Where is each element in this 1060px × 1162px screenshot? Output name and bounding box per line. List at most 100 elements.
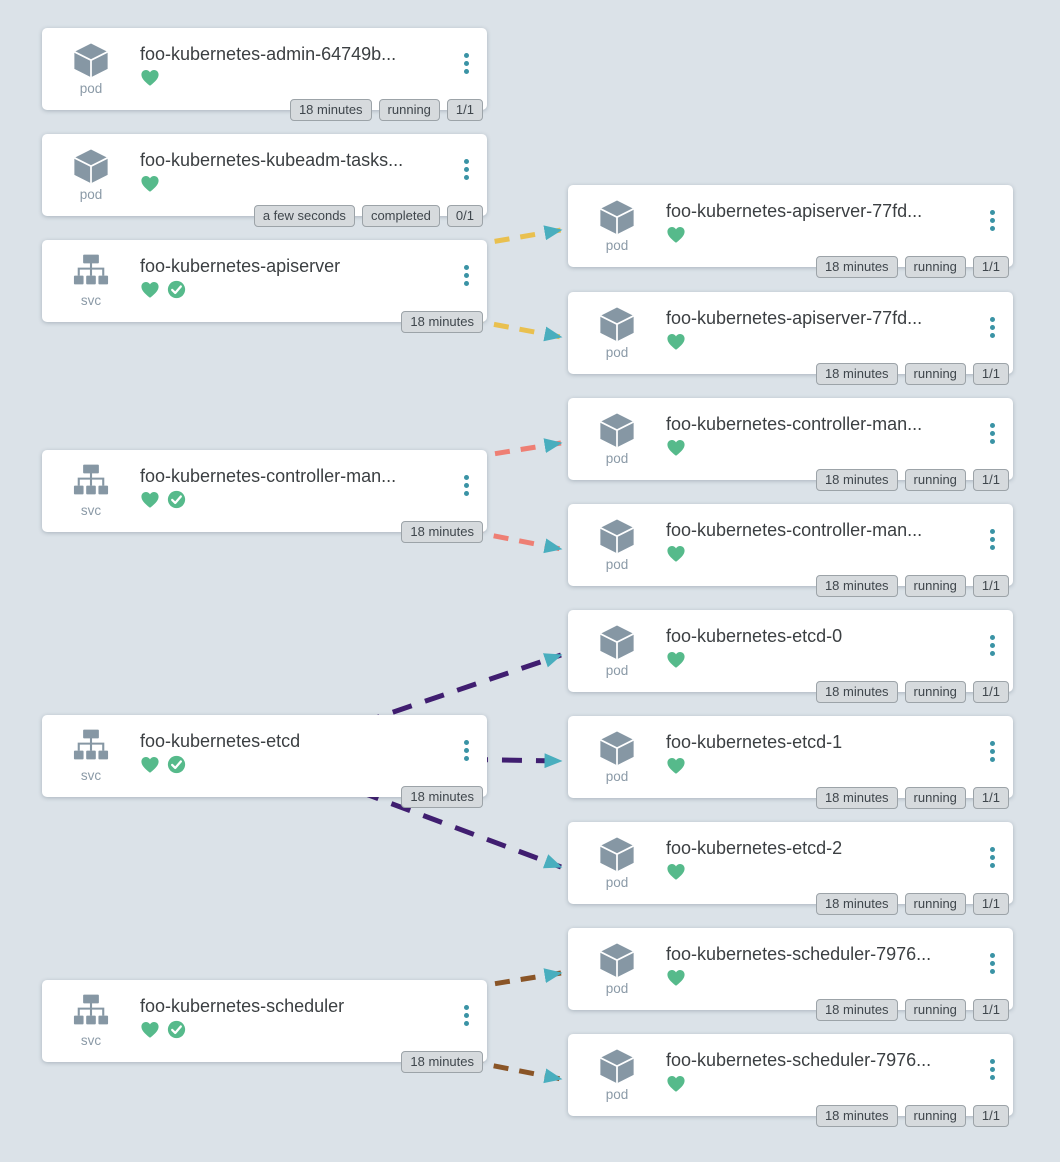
node-body: foo-kubernetes-controller-man... [666,398,1013,480]
node-title: foo-kubernetes-controller-man... [666,520,923,540]
ready-check-icon [167,1020,186,1044]
kebab-menu-icon[interactable] [988,949,997,978]
status-badge: 18 minutes [815,575,898,597]
pod-cube-icon [595,197,639,239]
node-card-svc-scheduler[interactable]: svc foo-kubernetes-scheduler 18 minutes [42,980,487,1073]
node-title: foo-kubernetes-apiserver [140,256,341,276]
badge-row: 18 minutes [401,786,483,808]
service-tree-icon [69,462,113,504]
status-badge: running [904,575,966,597]
status-row [666,545,1013,566]
kebab-menu-icon[interactable] [988,313,997,342]
node-kind-label: svc [80,1033,102,1048]
kebab-menu-icon[interactable] [462,471,471,500]
kebab-menu-icon[interactable] [988,843,997,872]
node-type-column: svc [42,715,140,797]
node-type-column: pod [568,504,666,586]
node-card-pod-controller-manager-1[interactable]: pod foo-kubernetes-controller-man... 18 … [568,398,1013,491]
node-type-column: pod [568,398,666,480]
status-row [666,226,1013,249]
pod-cube-icon [595,516,639,558]
kebab-menu-icon[interactable] [462,261,471,290]
pod-cube-icon [595,728,639,770]
status-row [666,651,1013,674]
node-title: foo-kubernetes-scheduler-7976... [666,944,932,964]
health-heart-icon [666,863,686,886]
kebab-menu-icon[interactable] [988,1055,997,1084]
node-body: foo-kubernetes-etcd-0 [666,610,1013,692]
node-title: foo-kubernetes-kubeadm-tasks... [140,150,404,170]
node-card-pod-controller-manager-2[interactable]: pod foo-kubernetes-controller-man... 18 … [568,504,1013,597]
pod-cube-icon [595,622,639,664]
kebab-menu-icon[interactable] [988,737,997,766]
node-card-pod-admin[interactable]: pod foo-kubernetes-admin-64749b... 18 mi… [42,28,487,121]
node-body: foo-kubernetes-kubeadm-tasks... [140,134,487,216]
node-kind-label: pod [605,238,629,253]
status-badge: 18 minutes [815,256,898,278]
node-body: foo-kubernetes-etcd-1 [666,716,1013,798]
node-title: foo-kubernetes-etcd [140,731,301,751]
status-row [140,280,487,302]
node-type-column: pod [568,185,666,267]
node-kind-label: svc [80,768,102,783]
node-kind-label: pod [605,451,629,466]
status-badge: 1/1 [972,999,1009,1021]
status-badge: running [904,681,966,703]
health-heart-icon [666,757,686,780]
health-heart-icon [140,756,160,779]
node-title: foo-kubernetes-etcd-1 [666,732,843,752]
status-badge: 18 minutes [401,521,483,543]
status-badge: 18 minutes [401,311,483,333]
health-heart-icon [666,226,686,249]
status-row [666,1075,1013,1096]
node-kind-label: svc [80,503,102,518]
health-heart-icon [140,1021,160,1044]
node-body: foo-kubernetes-apiserver-77fd... [666,185,1013,267]
kebab-menu-icon[interactable] [462,155,471,184]
node-title: foo-kubernetes-controller-man... [666,414,923,434]
status-badge: running [904,363,966,385]
pod-cube-icon [595,940,639,982]
node-title: foo-kubernetes-controller-man... [140,466,397,486]
node-body: foo-kubernetes-etcd-2 [666,822,1013,904]
ready-check-icon [167,755,186,779]
status-badge: 18 minutes [815,787,898,809]
kebab-menu-icon[interactable] [462,1001,471,1030]
health-heart-icon [666,651,686,674]
status-row [666,969,1013,990]
status-badge: running [904,893,966,915]
node-card-pod-apiserver-2[interactable]: pod foo-kubernetes-apiserver-77fd... 18 … [568,292,1013,385]
status-badge: 1/1 [972,469,1009,491]
status-badge: 1/1 [972,681,1009,703]
node-card-svc-etcd[interactable]: svc foo-kubernetes-etcd 18 minutes [42,715,487,808]
node-card-svc-controller-manager[interactable]: svc foo-kubernetes-controller-man... 18 … [42,450,487,543]
node-type-column: svc [42,240,140,322]
service-tree-icon [69,727,113,769]
kebab-menu-icon[interactable] [988,206,997,235]
node-card-svc-apiserver[interactable]: svc foo-kubernetes-apiserver 18 minutes [42,240,487,333]
kebab-menu-icon[interactable] [462,736,471,765]
kebab-menu-icon[interactable] [988,419,997,448]
status-badge: 18 minutes [815,469,898,491]
node-card-pod-apiserver-1[interactable]: pod foo-kubernetes-apiserver-77fd... 18 … [568,185,1013,278]
status-badge: 18 minutes [815,893,898,915]
node-card-pod-kubeadm-tasks[interactable]: pod foo-kubernetes-kubeadm-tasks... a fe… [42,134,487,227]
node-card-pod-scheduler-1[interactable]: pod foo-kubernetes-scheduler-7976... 18 … [568,928,1013,1021]
node-type-column: svc [42,450,140,532]
health-heart-icon [140,69,160,92]
badge-row: 18 minutes [401,1051,483,1073]
node-card-pod-scheduler-2[interactable]: pod foo-kubernetes-scheduler-7976... 18 … [568,1034,1013,1127]
kebab-menu-icon[interactable] [988,525,997,554]
node-body: foo-kubernetes-apiserver [140,240,487,322]
kebab-menu-icon[interactable] [462,49,471,78]
kebab-menu-icon[interactable] [988,631,997,660]
